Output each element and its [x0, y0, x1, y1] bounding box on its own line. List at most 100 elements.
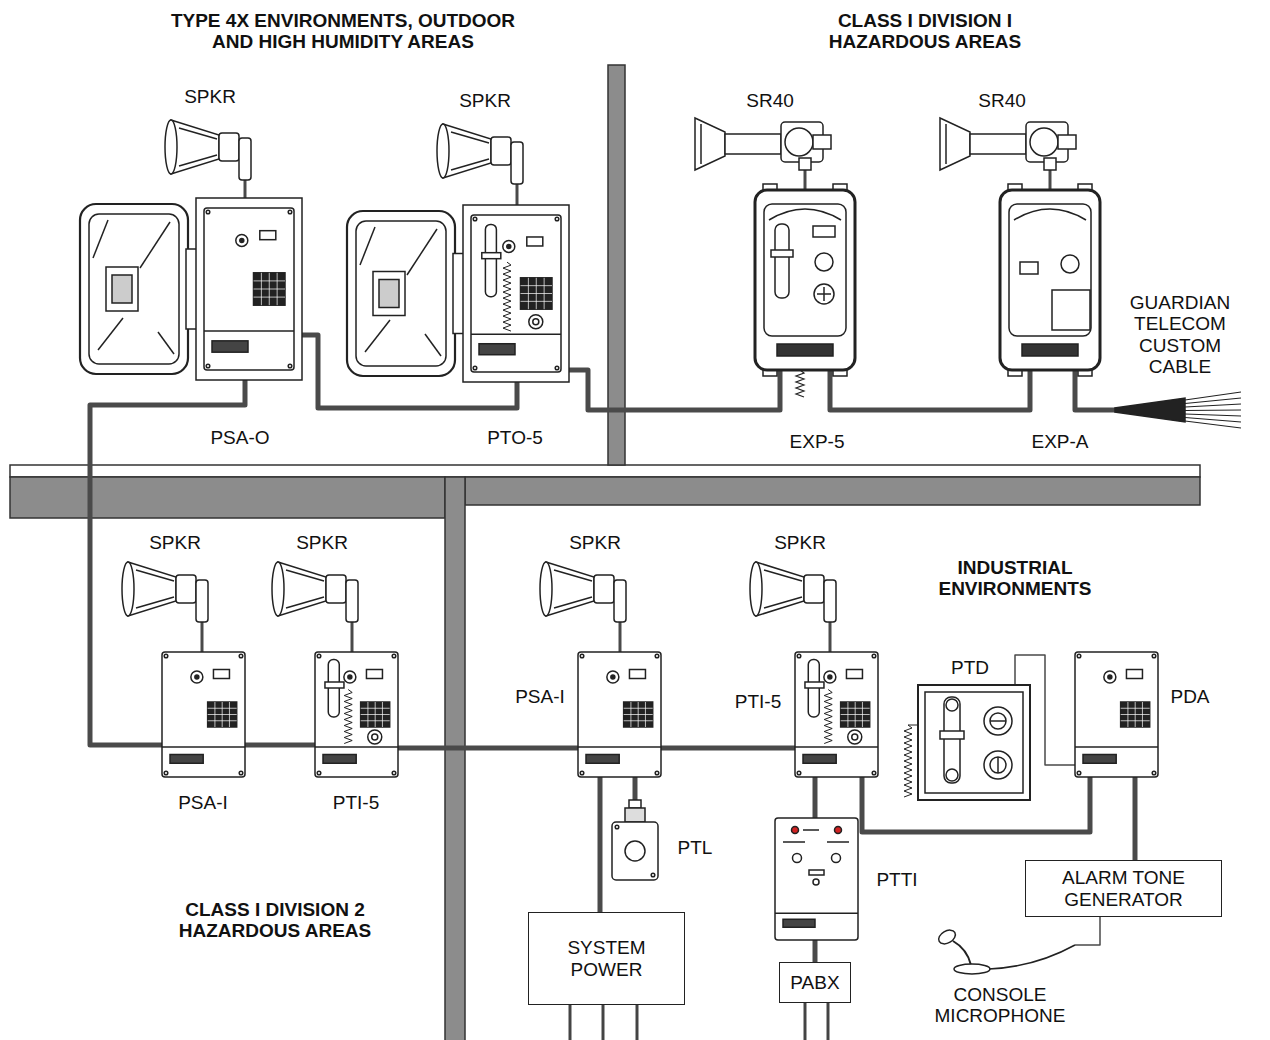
name-plate	[323, 755, 356, 764]
cable-wire	[1185, 398, 1241, 404]
equipment-node: SR40	[940, 118, 1090, 170]
illustration-group	[612, 800, 658, 880]
coil-cord	[824, 690, 832, 744]
horn-driver	[176, 575, 196, 603]
grille-line	[361, 720, 390, 721]
equipment-node: PTL	[612, 800, 658, 880]
cable-wire	[1185, 409, 1241, 411]
device-label: EXP-A	[1031, 431, 1088, 452]
handset	[775, 224, 789, 298]
equipment-illustration	[315, 652, 398, 777]
wire-connector	[1133, 777, 1138, 860]
screw	[1152, 654, 1156, 658]
horn-bell	[278, 562, 326, 616]
horn-bracket	[239, 138, 251, 180]
coil-cord	[796, 370, 804, 397]
latch-insert	[112, 275, 132, 303]
equipment-node: SPKR	[270, 560, 365, 622]
wire-connector	[661, 746, 795, 751]
desk-phone-panel	[925, 692, 1023, 793]
plate-divider	[795, 746, 878, 748]
housing-hood	[769, 209, 841, 220]
logo-dot	[240, 238, 244, 242]
mic-cord	[989, 945, 1075, 969]
wire-connector	[804, 170, 807, 190]
label-holder: TYPE 4X ENVIRONMENTS, OUTDOOR AND HIGH H…	[153, 10, 533, 53]
device-label: SPKR	[459, 90, 511, 111]
wire-connector	[830, 370, 1030, 410]
grille-line	[361, 714, 390, 715]
wall-vertical-top	[608, 65, 625, 465]
equipment-node: PTI-5	[795, 652, 878, 777]
hook	[940, 731, 964, 739]
wall-vertical-bottom	[445, 477, 465, 1040]
horn-shade	[179, 128, 217, 139]
power-lead	[602, 1005, 605, 1040]
horn-bracket	[824, 580, 836, 622]
label-holder: GUARDIAN TELECOM CUSTOM CABLE	[1115, 292, 1245, 377]
glare-line	[140, 222, 170, 268]
logo	[503, 240, 515, 252]
screw	[1152, 771, 1156, 775]
equipment-node: PSA-I	[162, 652, 245, 777]
indicator-lamp	[792, 827, 799, 834]
illustration-group	[165, 120, 251, 180]
device-label: PTI-5	[333, 792, 379, 813]
equipment-illustration	[612, 800, 658, 880]
gland-nut	[625, 808, 645, 822]
screw	[239, 654, 243, 658]
panel-mark	[803, 829, 819, 831]
equipment-node: PTD	[918, 685, 1030, 800]
device-label: PTI-5	[735, 691, 781, 712]
name-plate	[1083, 755, 1116, 764]
mounting-plate	[463, 205, 569, 382]
name-plate	[803, 755, 836, 764]
knob	[368, 730, 382, 744]
logo	[236, 234, 248, 246]
box-label: ALARM TONE GENERATOR	[1034, 867, 1213, 910]
illustration-group	[122, 562, 208, 622]
glare-line	[425, 334, 441, 356]
cable-wire	[1185, 421, 1241, 428]
logo-dot	[611, 675, 615, 679]
wire-connector	[1075, 917, 1100, 945]
equipment-illustration	[1000, 190, 1100, 370]
horn-bracket	[511, 142, 523, 184]
grille-line	[862, 702, 863, 727]
illustration-group	[1075, 652, 1158, 777]
grille	[1121, 702, 1150, 727]
area-heading: INDUSTRIAL ENVIRONMENTS	[920, 557, 1110, 600]
label-holder: SPKR	[296, 532, 348, 553]
knob-mark	[823, 287, 825, 301]
handset	[944, 697, 960, 783]
label-holder: SPKR	[459, 90, 511, 111]
horn-shade	[136, 597, 174, 608]
equipment-illustration	[940, 118, 1090, 170]
label-holder: PSA-I	[515, 686, 565, 707]
pabx-lead	[804, 1003, 807, 1040]
sign	[213, 670, 229, 679]
label-holder: PTL	[678, 837, 713, 858]
label-holder: EXP-A	[1031, 431, 1088, 452]
wall-top-face	[10, 465, 1200, 477]
wire-connector	[569, 370, 780, 410]
screw	[206, 364, 210, 368]
illustration-group	[1115, 392, 1241, 428]
button	[815, 253, 833, 271]
screw	[206, 210, 210, 214]
equipment-node: EXP-A	[1000, 190, 1100, 370]
grille-line	[521, 293, 553, 294]
equipment-node: PSA-O	[78, 198, 302, 380]
screw	[580, 771, 584, 775]
knob-mark	[990, 720, 1006, 722]
label-holder: SPKR	[149, 532, 201, 553]
equipment-node: SPKR	[538, 560, 633, 622]
wire-connector	[813, 777, 818, 818]
coil-cord	[904, 725, 918, 797]
glare-line	[93, 220, 108, 258]
screw	[555, 217, 559, 221]
horn-bracket	[614, 580, 626, 622]
sign	[846, 670, 862, 679]
equipment-box: PABX	[779, 962, 851, 1003]
label-holder: PSA-I	[178, 792, 228, 813]
